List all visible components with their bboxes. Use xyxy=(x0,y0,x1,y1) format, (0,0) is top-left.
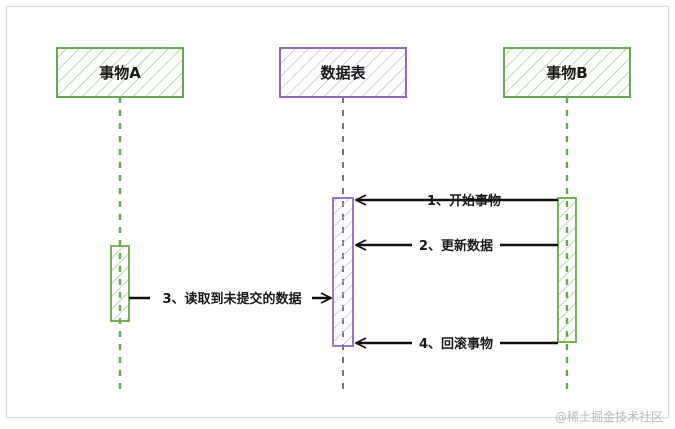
participant-table-label: 数据表 xyxy=(320,64,366,82)
message-2: 2、更新数据 xyxy=(356,238,558,254)
activation-b xyxy=(557,197,577,343)
message-4-label: 4、回滚事物 xyxy=(419,336,493,352)
participant-b: 事物B xyxy=(503,47,631,98)
message-4: 4、回滚事物 xyxy=(356,336,558,352)
message-3-label: 3、读取到未提交的数据 xyxy=(162,291,301,307)
participant-b-label: 事物B xyxy=(546,64,587,82)
activation-a xyxy=(110,245,130,322)
participant-table: 数据表 xyxy=(279,47,407,98)
message-3: 3、读取到未提交的数据 xyxy=(129,291,331,307)
participant-a-label: 事物A xyxy=(99,64,141,82)
message-1-label: 1、开始事物 xyxy=(427,193,501,209)
message-1: 1、开始事物 xyxy=(356,193,558,209)
watermark: @稀土掘金技术社区 xyxy=(554,410,663,424)
activation-table xyxy=(332,197,354,347)
participant-a: 事物A xyxy=(56,47,184,98)
message-2-label: 2、更新数据 xyxy=(419,238,493,254)
